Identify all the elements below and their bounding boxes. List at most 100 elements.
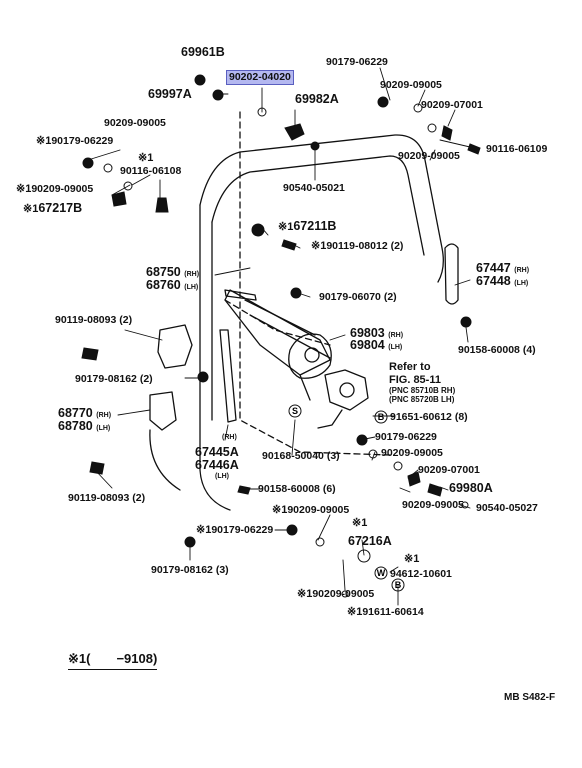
door-lock <box>157 324 193 369</box>
part-label-90119-08012: ※190119-08012 (2) <box>311 240 404 252</box>
part-label-68750: 68750 (RH) <box>146 265 200 279</box>
part-label-90179-06070: 90179-06070 (2) <box>319 291 397 303</box>
washer-icon <box>103 163 113 173</box>
marker-b-lower: B <box>395 580 402 590</box>
washer-icon <box>427 123 437 133</box>
upper-track <box>224 289 257 301</box>
part-label-68780: 68780 (LH) <box>58 419 111 433</box>
screw-icon <box>237 485 251 495</box>
part-label-90202-04020-highlighted: 90202-04020 <box>226 70 294 85</box>
part-label-90168-50040: 90168-50040 (3) <box>262 450 340 462</box>
part-label-90209-07001: 90209-07001 <box>421 99 483 111</box>
part-label-90540-05021: 90540-05021 <box>283 182 345 194</box>
marker-b-upper: B <box>378 412 385 422</box>
nut-icon <box>212 89 224 101</box>
washer-icon <box>461 501 469 509</box>
part-label-68770: 68770 (RH) <box>58 406 112 420</box>
part-label-69804: 69804 (LH) <box>350 338 403 352</box>
clip-icon <box>111 191 127 207</box>
part-label-91611-60614-mark: ※191611-60614 <box>347 606 424 618</box>
regulator-gear <box>288 333 332 379</box>
part-label-69803: 69803 (RH) <box>350 326 404 340</box>
part-label-90209-09005: 90209-09005 <box>402 499 464 511</box>
part-label-90158-60008: 90158-60008 (6) <box>258 483 336 495</box>
diagram-code: MB S482-F <box>504 692 556 703</box>
mark-note: ※1 <box>352 517 368 529</box>
screw-icon <box>155 197 169 213</box>
part-label-90116-06108: 90116-06108 <box>120 165 182 177</box>
nut-icon <box>290 287 302 299</box>
part-label-69982a: 69982A <box>295 92 339 106</box>
part-label-67448: 67448 (LH) <box>476 274 529 288</box>
part-label-90119-08093: 90119-08093 (2) <box>55 314 133 326</box>
glass-outline <box>239 111 391 456</box>
part-label-90179-06229-mark: ※190179-06229 <box>196 524 274 536</box>
refer-to-note: Refer to FIG. 85-11 (PNC 85710B RH) (PNC… <box>389 361 456 405</box>
nut-icon <box>286 524 298 536</box>
clip-icon <box>284 123 305 141</box>
part-label-90209-09005: 90209-09005 <box>380 79 442 91</box>
nut-icon <box>197 371 209 383</box>
part-label-90209-09005-mark: ※190209-09005 <box>297 588 375 600</box>
part-label-90540-05027: 90540-05027 <box>476 502 538 514</box>
screw-icon <box>281 239 297 251</box>
washer-icon <box>123 181 133 191</box>
washer-icon <box>393 461 403 471</box>
part-label-90179-08162: 90179-08162 (3) <box>151 564 229 576</box>
marker-w: W <box>377 568 386 578</box>
nut-icon <box>194 74 206 86</box>
clip-icon <box>407 471 421 487</box>
legend-note: ※1( −9108) <box>68 648 158 670</box>
part-label-90209-09005: 90209-09005 <box>398 150 460 162</box>
part-label-90179-06229: 90179-06229 <box>375 431 437 443</box>
clip-icon <box>357 549 371 563</box>
part-label-90209-09005: 90209-09005 <box>381 447 443 459</box>
clip-icon <box>251 223 265 237</box>
screw-icon <box>89 461 105 475</box>
part-label-90209-07001: 90209-07001 <box>418 464 480 476</box>
part-label-90179-08162: 90179-08162 (2) <box>75 373 153 385</box>
part-label-67217b: ※167217B <box>23 201 83 215</box>
part-label-90179-06229: 90179-06229 <box>326 56 388 68</box>
washer-icon <box>257 107 267 117</box>
part-label-67446a: 67446A <box>195 458 239 472</box>
part-label-90116-06109: 90116-06109 <box>486 143 548 155</box>
rh-note: (RH) <box>222 434 237 441</box>
part-label-68760: 68760 (LH) <box>146 278 199 292</box>
washer-icon <box>413 103 423 113</box>
nut-icon <box>356 434 368 446</box>
nut-icon <box>184 536 196 548</box>
clip-icon <box>310 141 320 151</box>
door-frame-outline <box>199 134 444 283</box>
washer-icon <box>368 449 378 459</box>
part-label-69980a: 69980A <box>449 481 493 495</box>
mark-note: ※1 <box>404 553 420 565</box>
part-label-69961b: 69961B <box>181 45 225 59</box>
clip-icon <box>441 125 453 141</box>
door-hinge <box>149 391 177 431</box>
part-label-90209-09005: 90209-09005 <box>104 117 166 129</box>
nut-icon <box>377 96 389 108</box>
screw-icon <box>467 143 481 155</box>
mark-note: ※1 <box>138 152 154 164</box>
screw-icon <box>427 483 443 497</box>
washer-icon <box>315 537 325 547</box>
part-label-91651-60612: 91651-60612 (8) <box>390 411 468 423</box>
nut-icon <box>460 316 472 328</box>
lh-note: (LH) <box>215 473 229 480</box>
part-label-90209-09005-mark: ※190209-09005 <box>16 183 94 195</box>
part-label-90119-08093: 90119-08093 (2) <box>68 492 146 504</box>
run-channel <box>444 243 459 305</box>
division-channel <box>219 329 237 423</box>
part-label-67211b: ※167211B <box>278 219 337 233</box>
part-label-94612-10601: 94612-10601 <box>390 568 452 580</box>
regulator-motor <box>324 369 369 411</box>
part-label-90158-60008: 90158-60008 (4) <box>458 344 536 356</box>
part-label-67447: 67447 (RH) <box>476 261 530 275</box>
part-label-67216a: 67216A <box>348 534 392 548</box>
screw-icon <box>81 347 99 361</box>
nut-icon <box>82 157 94 169</box>
marker-s: S <box>292 406 298 416</box>
part-label-69997a: 69997A <box>148 87 192 101</box>
